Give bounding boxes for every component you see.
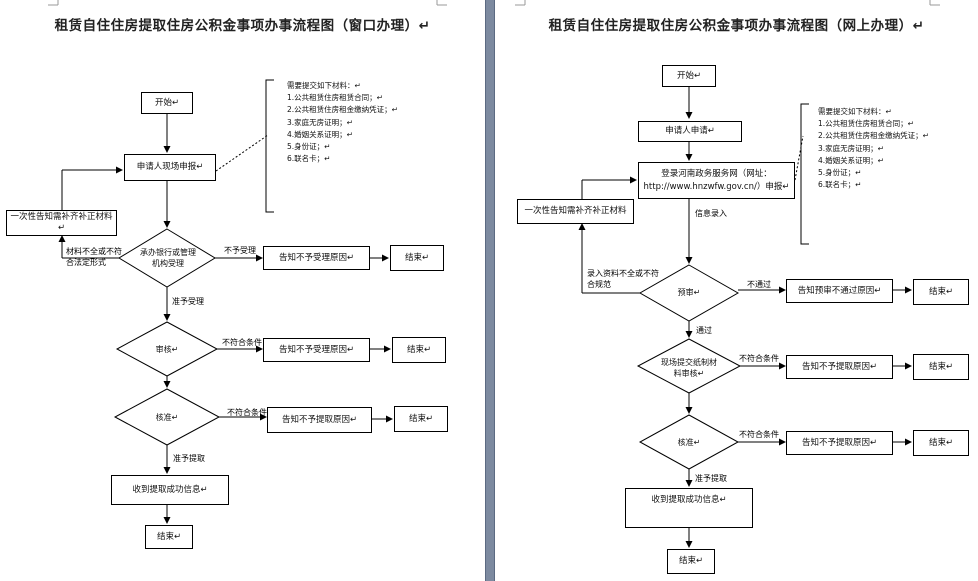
approve-decision-text: 核准↵	[155, 412, 179, 422]
success-info-node: 收到提取成功信息↵	[111, 475, 229, 505]
allow-extract-label: 准予提取	[695, 474, 727, 483]
start-node: 开始↵	[662, 65, 716, 87]
end-node: 结束↵	[390, 245, 444, 271]
not-meet-label: 不符合条件	[739, 430, 779, 439]
accept-label: 准予受理	[172, 297, 204, 306]
materials-line: 2.公共租赁住房租金缴纳凭证；↵	[818, 131, 929, 141]
success-info-node: 收到提取成功信息↵	[625, 488, 753, 528]
incomplete-materials-label: 材料不全或不符合法定形式	[66, 247, 122, 267]
not-accept-reason-node: 告知不予受理原因↵	[263, 246, 370, 270]
start-node: 开始↵	[141, 92, 193, 114]
materials-line: 1.公共租赁住房租赁合同；↵	[818, 119, 914, 129]
end-node: 结束↵	[394, 406, 448, 432]
not-accept-reason-node: 告知不予受理原因↵	[263, 338, 370, 362]
materials-note: 需要提交如下材料：↵ 1.公共租赁住房租赁合同；↵ 2.公共租赁住房租金缴纳凭证…	[818, 106, 958, 191]
end-final-node: 结束↵	[667, 549, 715, 574]
flowchart-connectors	[48, 0, 447, 524]
materials-line: 5.身份证；↵	[818, 168, 862, 178]
resubmit-materials-node: 一次性告知需补齐补正材料	[517, 199, 634, 224]
materials-line: 需要提交如下材料：↵	[287, 81, 361, 90]
materials-line: 3.家庭无房证明；↵	[818, 143, 884, 153]
pre-review-fail-reason-node: 告知预审不通过原因↵	[786, 279, 893, 303]
end-node: 结束↵	[392, 337, 446, 363]
pass-label: 通过	[696, 326, 712, 335]
materials-line: 3.家庭无房证明；↵	[287, 117, 353, 127]
onsite-review-decision-text: 现场提交纸制材料审核↵	[661, 358, 717, 378]
not-meet-label: 不符合条件	[227, 408, 267, 417]
end-node: 结束↵	[913, 430, 969, 456]
approve-decision-text: 核准↵	[677, 437, 701, 447]
materials-line: 2.公共租赁住房租金缴纳凭证；↵	[287, 105, 398, 115]
flowchart-connectors	[515, 0, 940, 548]
materials-line: 1.公共租赁住房租赁合同；↵	[287, 93, 383, 103]
not-meet-label: 不符合条件	[739, 354, 779, 363]
materials-line: 6.联名卡；↵	[287, 154, 331, 164]
end-node: 结束↵	[913, 354, 969, 380]
document-page-left: 租赁自住住房提取住房公积金事项办事流程图（窗口办理）↵	[0, 0, 485, 581]
materials-line: 6.联名卡；↵	[818, 180, 862, 190]
document-page-right: 租赁自住住房提取住房公积金事项办事流程图（网上办理）↵	[495, 0, 978, 581]
apply-node: 申请人申请↵	[638, 121, 742, 142]
materials-line: 4.婚姻关系证明；↵	[287, 129, 353, 139]
page-title: 租赁自住住房提取住房公积金事项办事流程图（网上办理）↵	[548, 18, 925, 34]
materials-line: 5.身份证；↵	[287, 142, 331, 152]
materials-line: 4.婚姻关系证明；↵	[818, 155, 884, 165]
allow-extract-label: 准予提取	[173, 454, 205, 463]
not-meet-label: 不符合条件	[222, 338, 262, 347]
pre-review-decision-text: 预审↵	[677, 287, 701, 297]
page-title: 租赁自住住房提取住房公积金事项办事流程图（窗口办理）↵	[54, 18, 431, 34]
end-final-node: 结束↵	[145, 525, 193, 549]
page-gutter	[485, 0, 495, 581]
apply-node: 申请人现场申报↵	[124, 154, 216, 181]
incomplete-entry-label: 录入资料不全或不符合规范	[587, 269, 659, 289]
login-portal-node: 登录河南政务服务网（网址：http://www.hnzwfw.gov.cn/）申…	[638, 162, 795, 199]
not-pass-label: 不通过	[747, 280, 771, 289]
review-decision-text: 审核↵	[155, 344, 179, 354]
materials-line: 需要提交如下材料：↵	[818, 107, 892, 116]
not-extract-reason-node: 告知不予提取原因↵	[786, 431, 893, 455]
not-extract-reason-node: 告知不予提取原因↵	[267, 407, 372, 433]
not-accept-label: 不予受理	[224, 246, 256, 255]
materials-note: 需要提交如下材料：↵ 1.公共租赁住房租赁合同；↵ 2.公共租赁住房租金缴纳凭证…	[287, 80, 455, 165]
end-node: 结束↵	[913, 279, 969, 305]
accept-decision-text: 承办银行或管理机构受理	[140, 248, 196, 268]
not-extract-reason-node: 告知不予提取原因↵	[786, 355, 893, 379]
info-entry-label: 信息录入	[695, 209, 727, 218]
resubmit-materials-node: 一次性告知需补齐补正材料↵	[6, 210, 117, 236]
